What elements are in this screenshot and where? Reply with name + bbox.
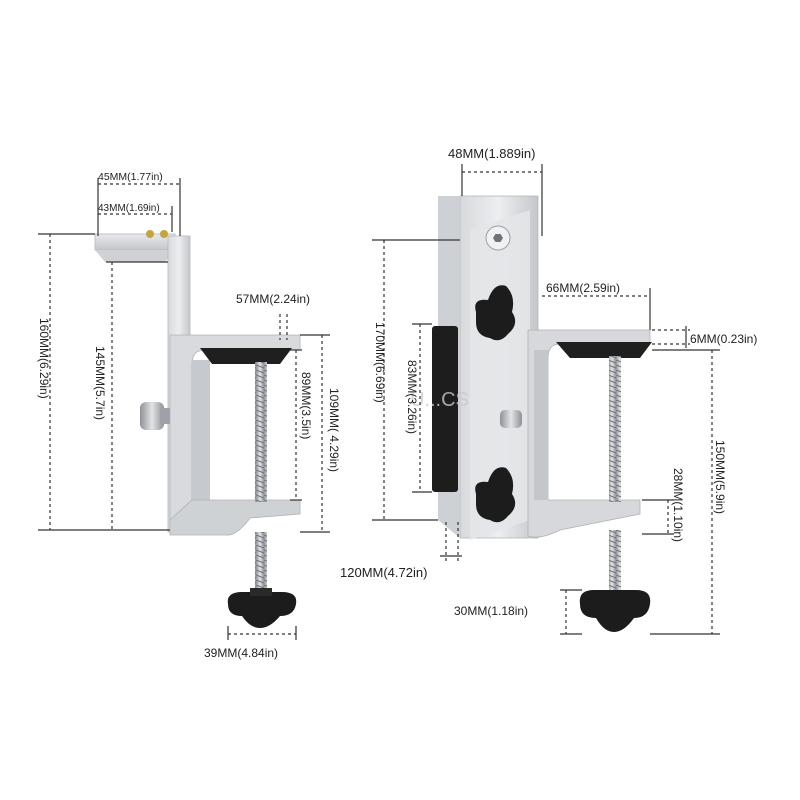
watermark: U...CS: [410, 389, 469, 411]
dim-label-right-top-width: 48MM(1.889in): [448, 146, 535, 161]
right-middle-screw: [500, 410, 522, 428]
dim-label-right-height-total: 170MM(6.69in): [373, 322, 387, 403]
right-plate-face: [470, 210, 530, 540]
hex-socket: [493, 234, 503, 242]
dim-label-right-jaw-thickness: 6MM(0.23in): [690, 332, 757, 346]
left-knob: [227, 592, 297, 628]
dim-label-right-lower-gap: 28MM(1.10in): [671, 468, 685, 542]
right-bracket: [432, 195, 652, 632]
brass-insert-icon: [160, 230, 168, 238]
right-upper-knob: [475, 285, 516, 341]
dim-label-left-clamp-height: 109MM( 4.29in): [327, 388, 341, 472]
dim-label-right-clamp-height: 150MM(5.9in): [713, 440, 727, 514]
right-bottom-knob: [579, 590, 651, 632]
dim-label-left-knob-width: 39MM(4.84in): [204, 646, 278, 660]
right-threaded-rod: [609, 356, 621, 502]
brass-insert-icon: [146, 230, 154, 238]
dim-label-right-base-width: 120MM(4.72in): [340, 565, 427, 580]
dim-label-right-jaw-width: 66MM(2.59in): [546, 281, 620, 295]
left-knob-collar: [250, 588, 272, 596]
left-dimensions: 45MM(1.77in) 43MM(1.69in) 160MM(6.29in) …: [37, 171, 341, 660]
left-side-thumbscrew: [140, 402, 164, 430]
dim-label-right-knob-height: 30MM(1.18in): [454, 604, 528, 618]
dim-label-left-height-total: 160MM(6.29in): [37, 318, 51, 399]
left-top-plate-bevel: [95, 250, 175, 262]
right-pressure-pad: [556, 342, 652, 358]
right-dimensions: 48MM(1.889in) 170MM(6.69in) 83MM(3.26in)…: [340, 146, 757, 635]
dim-label-left-top-outer: 45MM(1.77in): [98, 171, 163, 183]
right-rubber-pad: [432, 326, 458, 492]
dim-label-left-top-inner: 43MM(1.69in): [98, 203, 160, 214]
thumbscrew-shank: [160, 408, 170, 424]
left-threaded-rod-lower: [255, 532, 267, 594]
left-inner-channel: [192, 360, 210, 500]
right-lower-knob: [475, 467, 516, 523]
dim-label-right-pad-height: 83MM(3.26in): [405, 360, 419, 434]
left-bracket: [94, 230, 301, 628]
dim-label-left-height-inner: 145MM(5.7in): [93, 346, 107, 420]
right-inner-channel: [534, 350, 548, 500]
right-threaded-rod-lower: [609, 530, 621, 592]
dim-label-left-clamp-opening: 89MM(3.5in): [299, 372, 313, 439]
left-threaded-rod: [255, 362, 267, 502]
left-lower-arm: [169, 499, 301, 536]
left-pressure-pad: [200, 348, 292, 364]
dim-label-left-jaw-gap: 57MM(2.24in): [236, 292, 310, 306]
